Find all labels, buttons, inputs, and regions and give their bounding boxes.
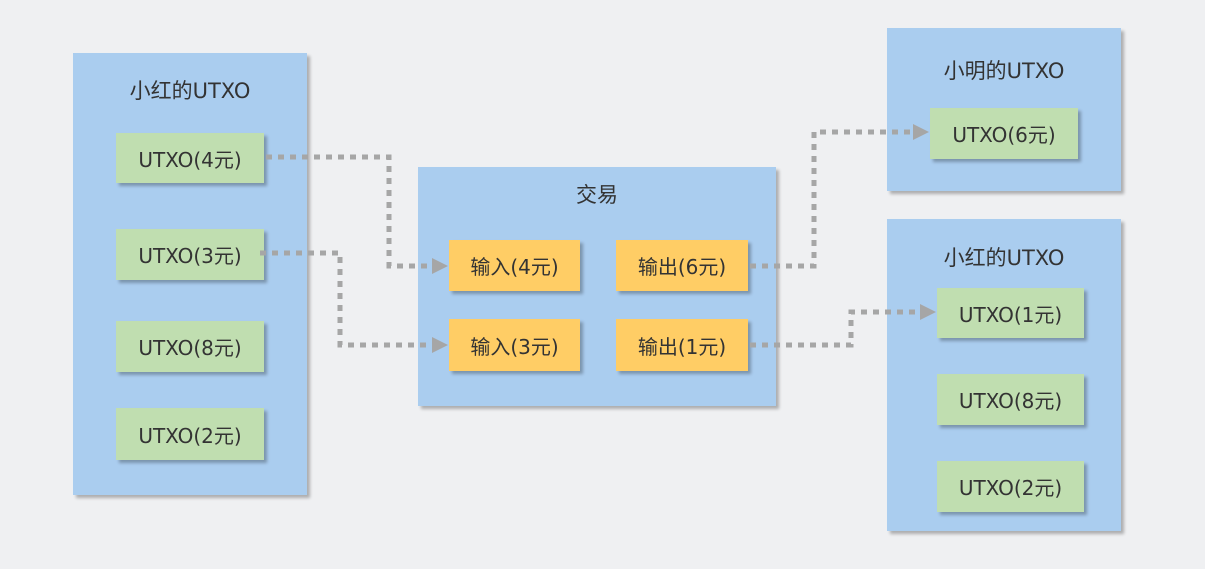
transaction-title: 交易 xyxy=(576,183,618,207)
input-4: 输入(4元) xyxy=(449,240,580,291)
utxo-3: UTXO(3元) xyxy=(116,229,264,280)
container-title: 小红的UTXO xyxy=(129,79,251,103)
utxo-6: UTXO(6元) xyxy=(930,108,1078,159)
utxo-2-new: UTXO(2元) xyxy=(937,461,1084,512)
arrowhead-icon xyxy=(913,124,929,140)
utxo-2: UTXO(2元) xyxy=(116,408,264,460)
utxo-8: UTXO(8元) xyxy=(116,321,264,372)
utxo-8-new: UTXO(8元) xyxy=(937,374,1084,425)
container-title: 小红的UTXO xyxy=(943,246,1065,270)
output-1: 输出(1元) xyxy=(616,319,748,371)
utxo-4: UTXO(4元) xyxy=(116,133,264,183)
container-title: 小明的UTXO xyxy=(943,59,1065,83)
output-6: 输出(6元) xyxy=(616,240,748,291)
arrow-utxo4-to-input4 xyxy=(266,154,432,269)
arrowhead-icon xyxy=(432,258,448,274)
arrow-output6-to-xiaoming xyxy=(750,129,913,269)
arrowhead-icon xyxy=(920,304,936,320)
arrow-utxo3-to-input3 xyxy=(260,250,432,348)
arrow-output1-to-xiaohong xyxy=(750,309,920,348)
arrowhead-icon xyxy=(432,337,448,353)
utxo-1: UTXO(1元) xyxy=(937,288,1084,338)
input-3: 输入(3元) xyxy=(449,319,580,371)
